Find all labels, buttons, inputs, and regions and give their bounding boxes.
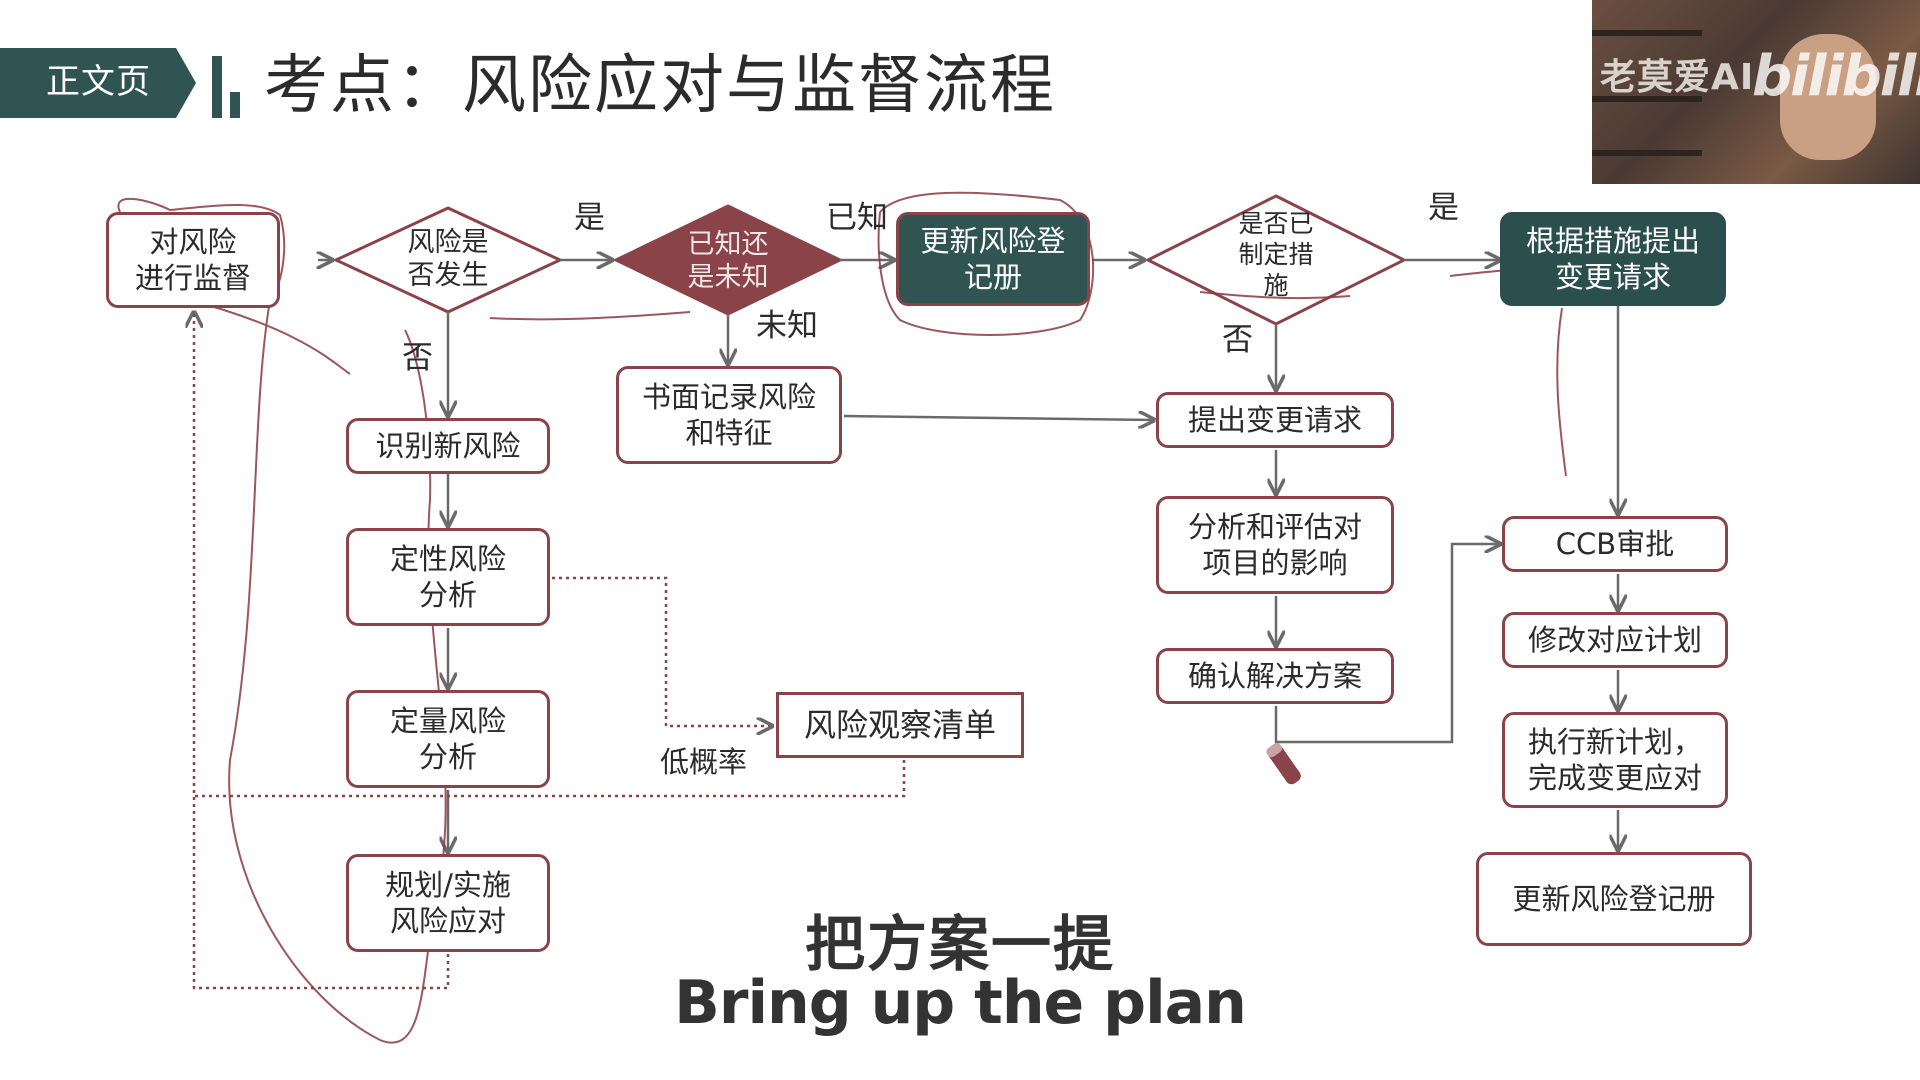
annotation-circle-register	[877, 191, 1095, 336]
dotted-watchlist-to-monitor	[194, 312, 906, 798]
node-change-request[interactable]: 提出变更请求	[1156, 392, 1394, 448]
dotted-qual-to-watchlist	[552, 576, 772, 726]
node-update-register[interactable]: 更新风险登 记册	[896, 212, 1090, 306]
connector-record-to-change	[843, 416, 1154, 420]
annotation-underline-measures	[1199, 291, 1351, 300]
decision-measures-text[interactable]: 是否已 制定措 施	[1238, 209, 1314, 300]
connector-confirm-to-ccb	[1274, 544, 1500, 744]
node-ccb-approval[interactable]: CCB审批	[1502, 516, 1728, 572]
annotation-check-stroke	[1556, 307, 1567, 477]
webcam-overlay: 老莫爱AI bilibili	[1592, 0, 1920, 184]
label-yes-measures: 是	[1428, 190, 1459, 226]
page-title: 考点：风险应对与监督流程	[264, 49, 1056, 123]
section-tag-label: 正文页	[46, 62, 151, 102]
label-low-probability: 低概率	[660, 745, 748, 779]
label-no-measures: 否	[1222, 322, 1253, 358]
decision-known-text[interactable]: 已知还 是未知	[687, 229, 769, 293]
title-bar-short	[230, 92, 240, 118]
decision-occurred-text[interactable]: 风险是 否发生	[407, 227, 489, 291]
annotation-arrow-stroke	[189, 299, 351, 375]
shelf-line	[1592, 150, 1702, 156]
node-assess-impact[interactable]: 分析和评估对 项目的影响	[1156, 496, 1394, 594]
node-qualitative-analysis[interactable]: 定性风险 分析	[346, 528, 550, 626]
shelf-line	[1592, 96, 1702, 102]
bilibili-logo: bilibili	[1752, 44, 1920, 109]
node-plan-response[interactable]: 规划/实施 风险应对	[346, 854, 550, 952]
title-bar-tall	[212, 56, 222, 118]
annotation-loop-stroke	[228, 299, 447, 1044]
label-unknown: 未知	[756, 308, 818, 344]
label-no-occurred: 否	[402, 340, 433, 376]
node-monitor-risk[interactable]: 对风险 进行监督	[106, 212, 280, 308]
node-watchlist[interactable]: 风险观察清单	[776, 692, 1024, 758]
subtitle-english: Bring up the plan	[674, 968, 1247, 1038]
shelf-line	[1592, 30, 1702, 36]
dotted-plan-to-monitor	[192, 796, 450, 990]
node-record-risk[interactable]: 书面记录风险 和特征	[616, 366, 842, 464]
presenter-face	[1780, 34, 1876, 160]
node-quantitative-analysis[interactable]: 定量风险 分析	[346, 690, 550, 788]
annotation-underline-stroke	[489, 311, 691, 321]
pen-cursor-icon	[1266, 742, 1301, 785]
node-confirm-solution[interactable]: 确认解决方案	[1156, 648, 1394, 704]
channel-watermark: 老莫爱AI	[1600, 57, 1755, 98]
node-update-register-final[interactable]: 更新风险登记册	[1476, 852, 1752, 946]
node-modify-plan[interactable]: 修改对应计划	[1502, 612, 1728, 668]
node-execute-plan[interactable]: 执行新计划， 完成变更应对	[1502, 712, 1728, 808]
section-tag	[0, 48, 196, 118]
label-known: 已知	[826, 200, 888, 236]
node-identify-new-risk[interactable]: 识别新风险	[346, 418, 550, 474]
subtitle-chinese: 把方案一提	[805, 910, 1115, 980]
node-change-by-measures[interactable]: 根据措施提出 变更请求	[1500, 212, 1726, 306]
label-yes-occurred: 是	[574, 200, 605, 236]
